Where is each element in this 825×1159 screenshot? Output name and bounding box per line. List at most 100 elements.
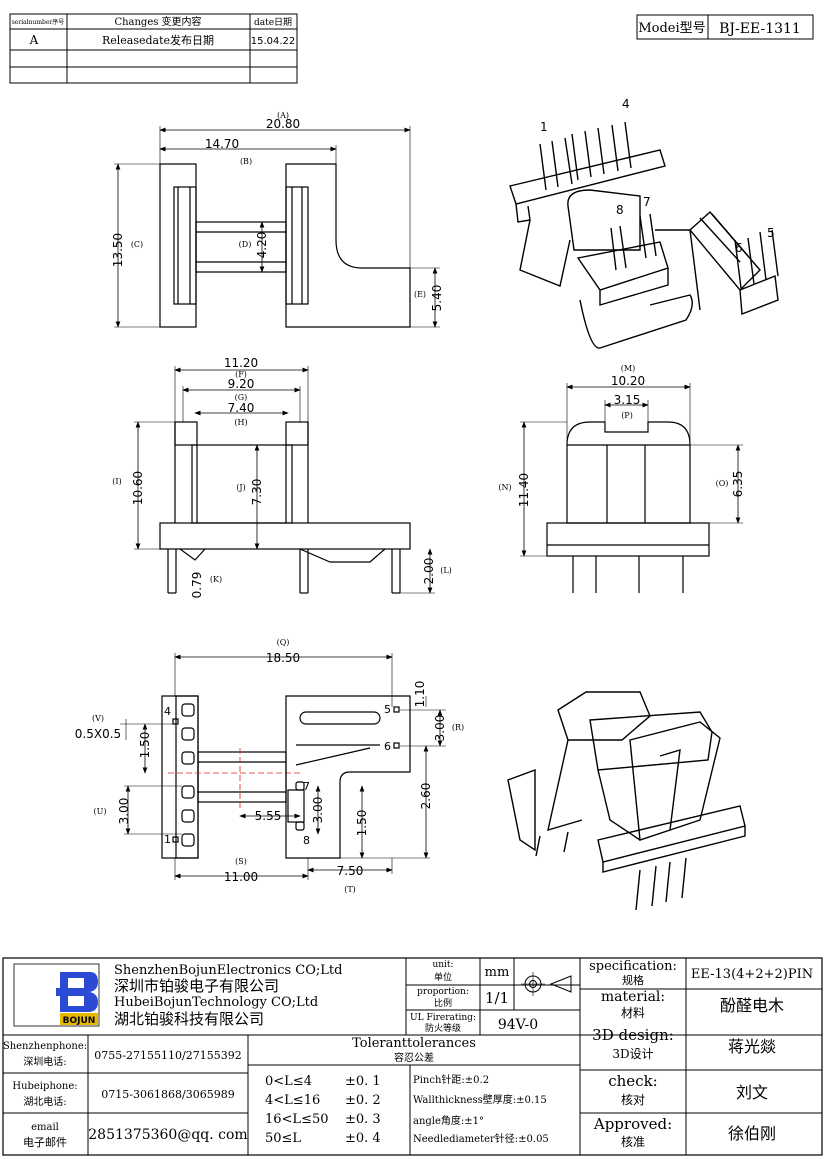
email-label-en: email	[31, 1122, 59, 1133]
iso-pin-1: 1	[540, 120, 548, 134]
dim-label-M: (M)	[621, 364, 635, 373]
tolerance-title-en: Toleranttolerances	[352, 1036, 476, 1051]
dim-value-260: 2.60	[419, 783, 433, 810]
dim-label-D: (D)	[239, 240, 252, 249]
material-label-cn: 材料	[621, 1006, 645, 1020]
dim-label-K: (K)	[210, 575, 222, 584]
dim-value-C: 13.50	[111, 233, 125, 267]
dim-label-I: (I)	[112, 477, 121, 486]
bojun-logo: BOJUN	[13, 963, 100, 1027]
tol-range-1: 4<L≤16	[265, 1093, 320, 1108]
approved-label-cn: 核准	[621, 1135, 645, 1149]
dim-label-R: (R)	[452, 723, 464, 732]
design-value: 蒋光燚	[728, 1037, 776, 1056]
dim-value-Q: 18.50	[266, 651, 300, 665]
tol-range-3: 50≤L	[265, 1131, 301, 1146]
iso-pin-5: 5	[767, 226, 775, 240]
check-value: 刘文	[736, 1083, 768, 1102]
dim-value-A: 20.80	[266, 117, 300, 131]
rev-header-changes: Changes 变更内容	[114, 15, 201, 28]
ul-label-cn: 防火等级	[425, 1022, 461, 1034]
isometric-view-top: 1 4 8 7 6 5	[509, 97, 779, 349]
bottom-pin-8: 8	[303, 834, 310, 847]
dim-value-M: 10.20	[611, 374, 645, 388]
dim-label-J: (J)	[236, 483, 245, 492]
spec-label-en: specification:	[589, 959, 677, 974]
note-pinch: Pinch针距:±0.2	[413, 1073, 489, 1086]
dim-label-C: (C)	[131, 240, 143, 249]
dim-label-S: (S)	[235, 857, 247, 866]
company-cn-1: 深圳市铂骏电子有限公司	[114, 977, 279, 995]
company-cn-2: 湖北铂骏科技有限公司	[114, 1010, 264, 1028]
front-view: 11.20 (F) 9.20 (G) 7.40 (H) 10.60 (I) 7.…	[112, 356, 451, 598]
proportion-label-en: proportion:	[417, 987, 469, 997]
tol-range-0: 0<L≤4	[265, 1074, 312, 1089]
bottom-view: 4 1 5 6 7 8 18.50 (Q) (V) 0.5X0.5 1.50 3…	[75, 638, 464, 894]
ul-label-en: UL Firerating:	[410, 1013, 476, 1023]
spec-label-cn: 规格	[622, 973, 644, 987]
check-label-en: check:	[608, 1072, 657, 1090]
sz-phone-label-cn: 深圳电话:	[23, 1055, 66, 1068]
iso-pin-4: 4	[622, 97, 630, 111]
bottom-pin-5: 5	[384, 703, 391, 716]
dim-value-G: 9.20	[228, 377, 255, 391]
unit-value: mm	[485, 965, 510, 980]
dim-label-O: (O)	[716, 479, 729, 488]
approved-label-en: Approved:	[593, 1115, 672, 1133]
dim-value-H: 7.40	[228, 401, 255, 415]
dim-value-O: 6.35	[731, 471, 745, 498]
dim-value-I: 10.60	[131, 471, 145, 505]
revision-table: serialnumber序号 Changes 变更内容 date日期 A Rel…	[9, 13, 298, 84]
title-block: BOJUN ShenzhenBojunElectronics CO;Ltd 深圳…	[2, 957, 823, 1156]
material-label-en: material:	[601, 989, 665, 1005]
dim-label-U: (U)	[94, 807, 107, 816]
dim-value-E: 5.40	[430, 285, 444, 312]
check-label-cn: 核对	[621, 1093, 645, 1107]
dim-label-H: (H)	[234, 418, 247, 427]
note-needle: Needlediameter针径:±0.05	[413, 1132, 549, 1145]
dim-value-D: 4.20	[255, 232, 269, 259]
unit-label-en: unit:	[432, 960, 453, 970]
tol-value-2: ±0. 3	[345, 1112, 381, 1127]
rev-row-date: 15.04.22	[251, 36, 296, 47]
dim-label-F: (F)	[235, 370, 247, 379]
email-label-cn: 电子邮件	[23, 1136, 67, 1149]
dim-value-F: 11.20	[224, 356, 258, 370]
dim-value-R: 3.00	[433, 715, 447, 742]
dim-value-N: 11.40	[517, 473, 531, 507]
bottom-pin-7: 7	[303, 780, 310, 793]
dim-label-Q: (Q)	[277, 638, 290, 647]
ul-value: 94V-0	[498, 1017, 538, 1033]
dim-value-555: 5.55	[255, 809, 282, 823]
bottom-pin-1: 1	[164, 833, 171, 846]
dim-label-P: (P)	[621, 411, 633, 420]
dim-label-A: (A)	[277, 111, 289, 120]
projection-symbol	[521, 972, 572, 996]
model-label: Modei型号	[638, 21, 705, 36]
tolerance-title-cn: 容忍公差	[394, 1051, 434, 1064]
unit-label-cn: 单位	[434, 971, 452, 983]
spec-value: EE-13(4+2+2)PIN	[691, 967, 813, 982]
dim-value-150-left: 1.50	[138, 732, 152, 759]
design-label-en: 3D design:	[592, 1026, 674, 1044]
rev-header-serial: serialnumber序号	[12, 18, 65, 26]
bottom-pin-4: 4	[164, 705, 171, 718]
iso-pin-6: 6	[735, 241, 743, 255]
dim-label-E: (E)	[414, 290, 426, 299]
dim-label-B: (B)	[240, 157, 252, 166]
tol-range-2: 16<L≤50	[265, 1112, 329, 1127]
tol-value-1: ±0. 2	[345, 1093, 381, 1108]
dim-value-B: 14.70	[205, 137, 239, 151]
model-box: Modei型号 BJ-EE-1311	[636, 14, 814, 40]
dim-label-G: (G)	[235, 393, 248, 402]
dim-value-S: 11.00	[224, 870, 258, 884]
design-label-cn: 3D设计	[612, 1047, 653, 1061]
hb-phone-value: 0715-3061868/3065989	[101, 1088, 234, 1101]
dim-label-T: (T)	[344, 885, 356, 894]
dim-value-J: 7.30	[250, 479, 264, 506]
approved-value: 徐伯刚	[728, 1124, 776, 1143]
dim-value-300-bottom: 3.00	[311, 797, 325, 824]
dim-value-T: 7.50	[337, 864, 364, 878]
top-view: (A) 20.80 14.70 (B) 13.50 (C) 4.20 (D) 5…	[111, 111, 444, 328]
